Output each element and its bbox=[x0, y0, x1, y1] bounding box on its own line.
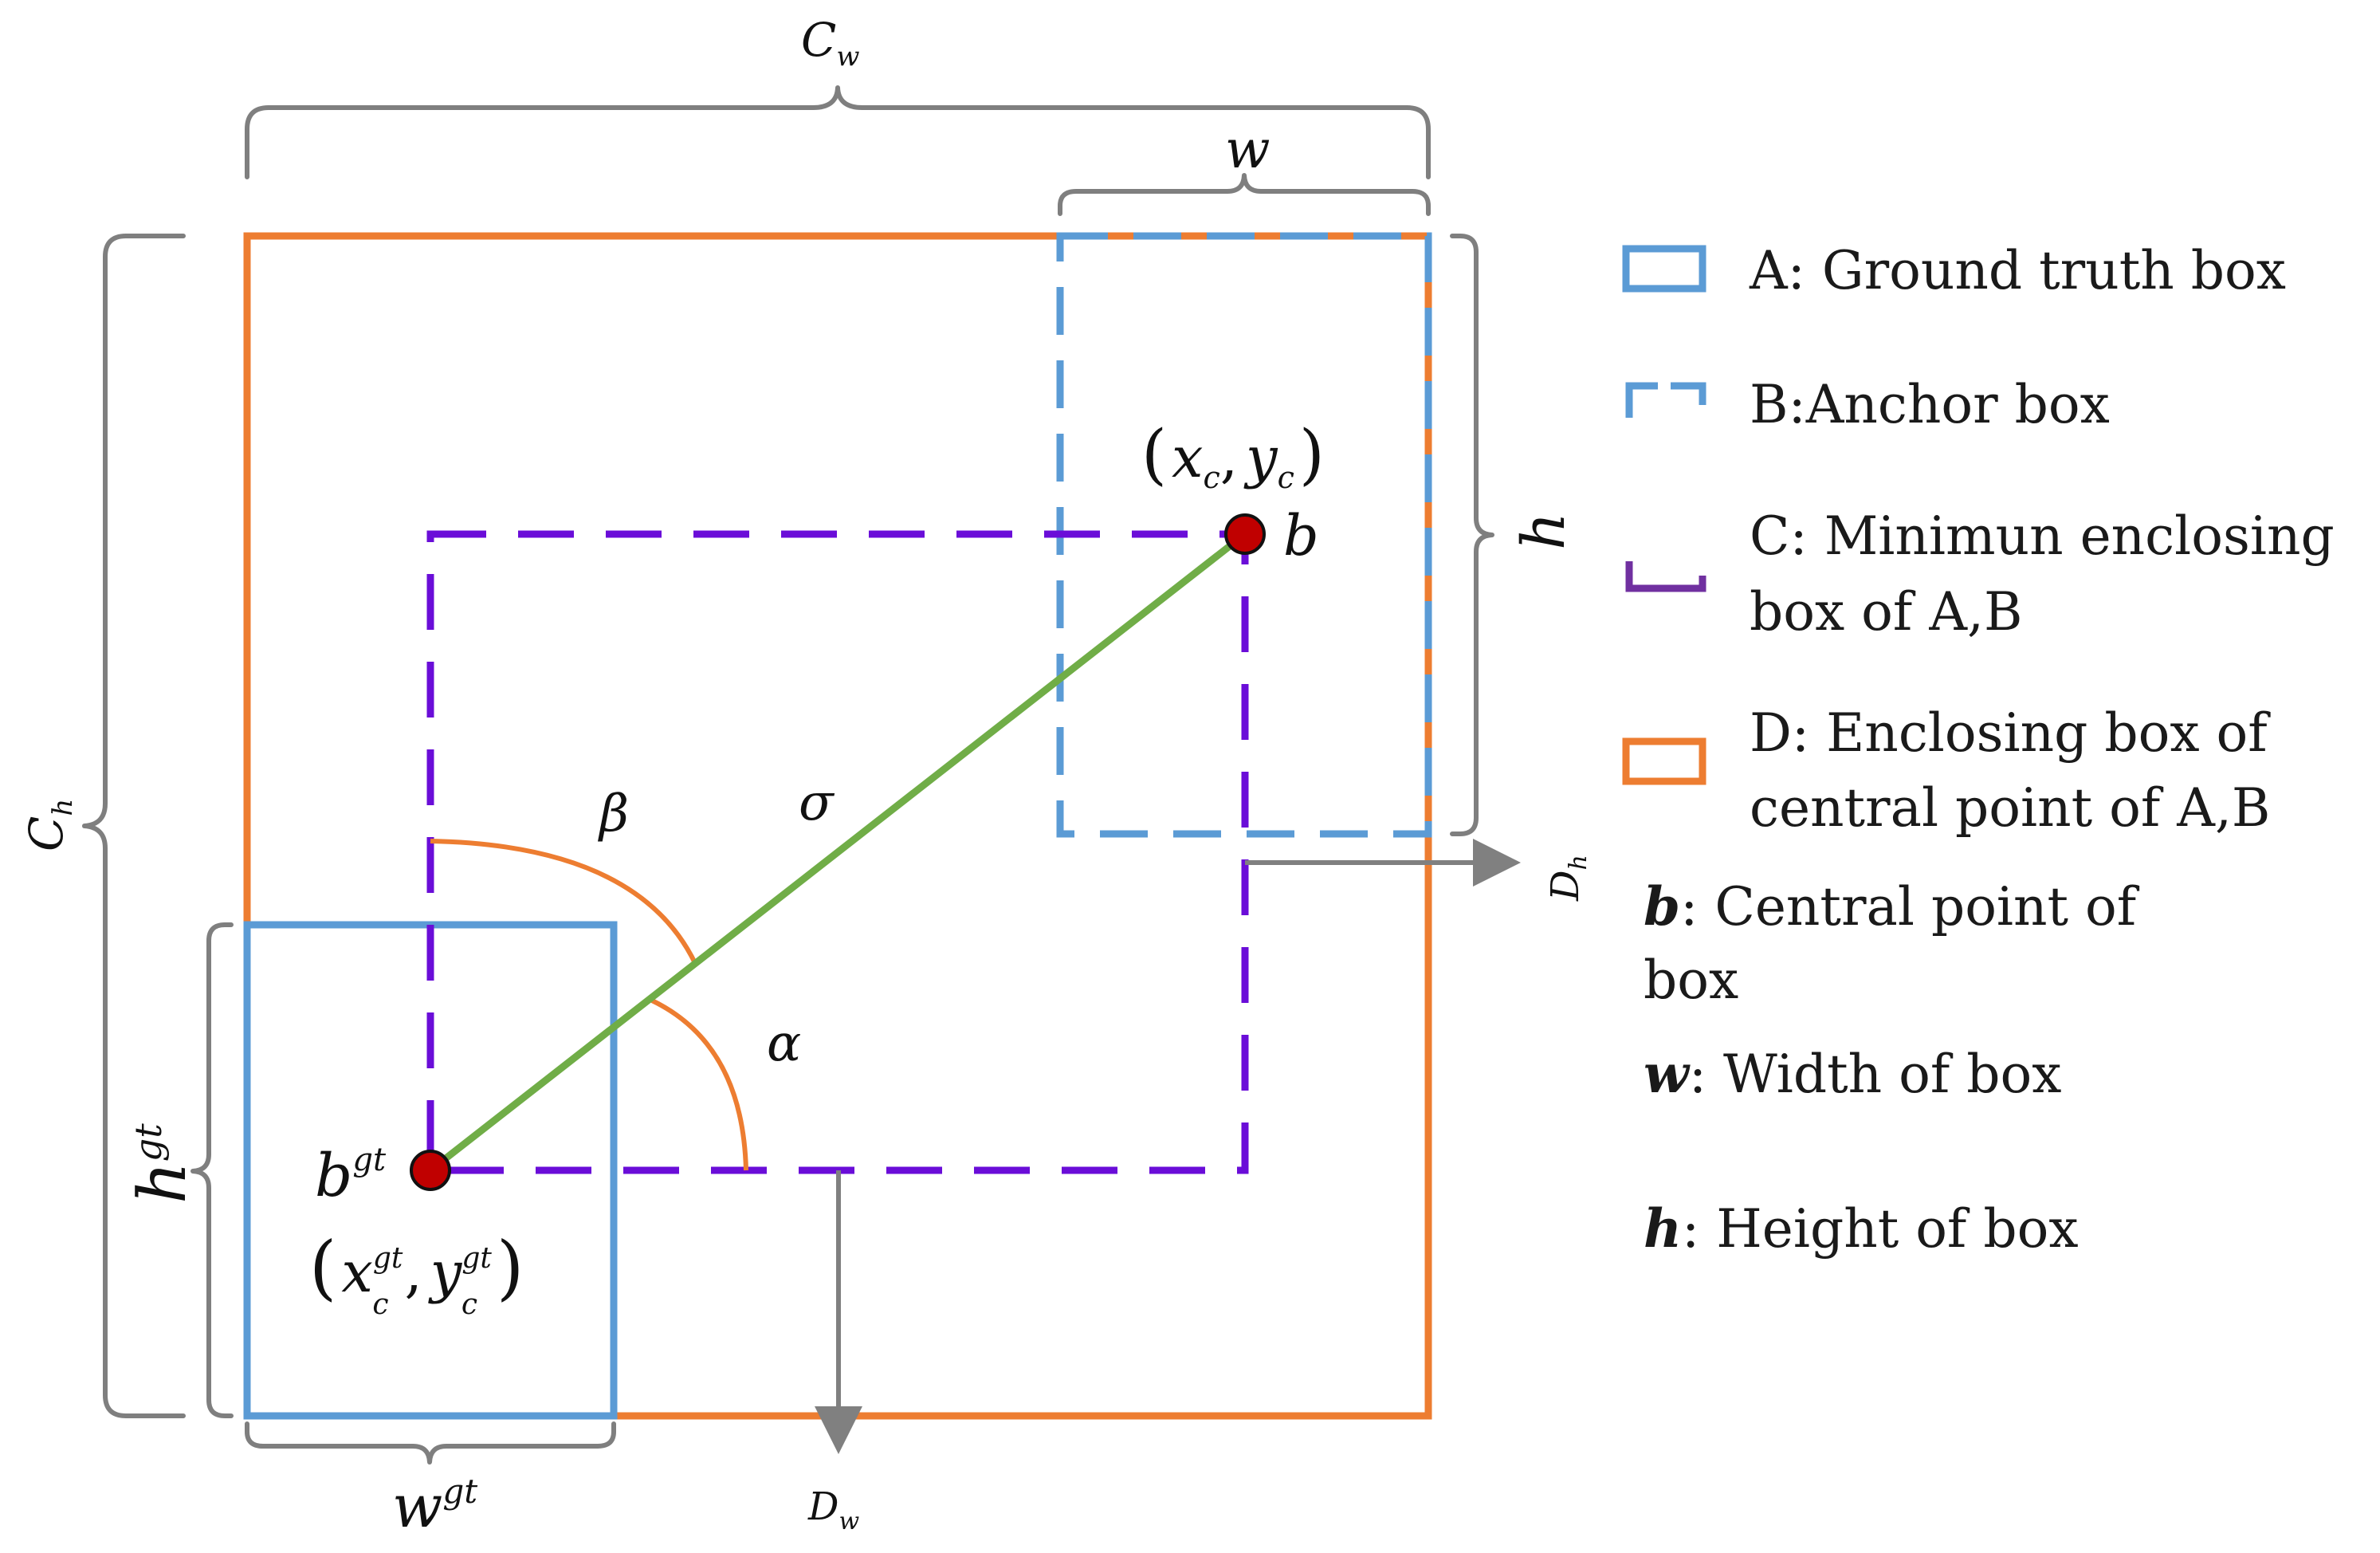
definition-w: w: Width of box bbox=[1644, 1043, 2061, 1105]
w-brace bbox=[1058, 173, 1431, 216]
b-point-label: b bbox=[1283, 503, 1319, 568]
h-label: h bbox=[1510, 512, 1578, 550]
dh-label: Dh bbox=[1543, 855, 1593, 902]
definition-h: h: Height of box bbox=[1644, 1197, 2079, 1260]
hgt-label: hgt bbox=[125, 1123, 201, 1204]
dw-label: Dw bbox=[807, 1484, 859, 1535]
ch-label: Ch bbox=[19, 799, 79, 851]
alpha-arc bbox=[650, 998, 748, 1171]
w-label: w bbox=[1225, 119, 1271, 180]
hgt-brace bbox=[190, 922, 234, 1418]
legend-item-d-line1: D: Enclosing box of bbox=[1750, 702, 2271, 764]
cw-brace bbox=[245, 85, 1431, 179]
b-coordinate-label: (xc,yc) bbox=[1141, 417, 1325, 495]
alpha-label: α bbox=[767, 1014, 801, 1073]
legend-swatch-c bbox=[1625, 561, 1706, 592]
legend-swatch-a bbox=[1622, 245, 1706, 293]
ch-brace bbox=[82, 234, 186, 1418]
definition-b-line2: box bbox=[1644, 949, 1738, 1011]
bgt-point-label: bgt bbox=[315, 1142, 387, 1210]
center-point-bgt bbox=[410, 1150, 451, 1191]
legend-swatch-d bbox=[1622, 737, 1706, 785]
legend-item-d-line2: central point of A,B bbox=[1750, 777, 2270, 839]
h-brace bbox=[1450, 234, 1494, 836]
legend-item-c-line2: box of A,B bbox=[1750, 581, 2022, 643]
definition-b: b: Central point of bbox=[1644, 875, 2140, 938]
legend: A: Ground truth box B:Anchor box C: Mini… bbox=[1622, 240, 2335, 1260]
sigma-line bbox=[428, 531, 1247, 1174]
legend-item-c-line1: C: Minimun enclosing bbox=[1750, 505, 2335, 567]
wgt-brace bbox=[245, 1421, 616, 1465]
sigma-label: σ bbox=[799, 773, 835, 832]
center-point-b bbox=[1224, 513, 1266, 555]
wgt-label: wgt bbox=[392, 1472, 477, 1541]
legend-item-a: A: Ground truth box bbox=[1749, 240, 2286, 301]
cw-label: Cw bbox=[801, 13, 860, 73]
legend-item-b: B:Anchor box bbox=[1750, 374, 2110, 435]
beta-label: β bbox=[598, 784, 629, 843]
beta-arc bbox=[430, 839, 697, 965]
legend-swatch-b bbox=[1625, 382, 1706, 418]
